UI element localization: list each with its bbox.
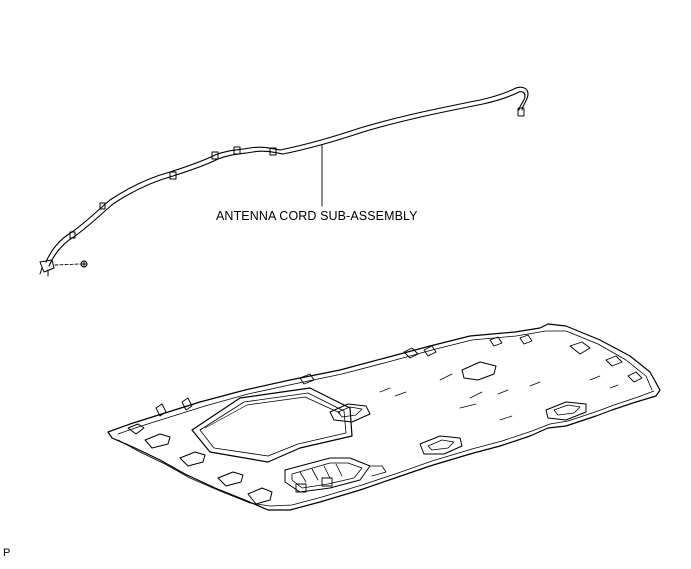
antenna-cord [39,86,529,277]
roof-headliner [107,323,661,511]
antenna-cord-label: ANTENNA CORD SUB-ASSEMBLY [216,209,418,223]
corner-mark: P [3,547,11,559]
